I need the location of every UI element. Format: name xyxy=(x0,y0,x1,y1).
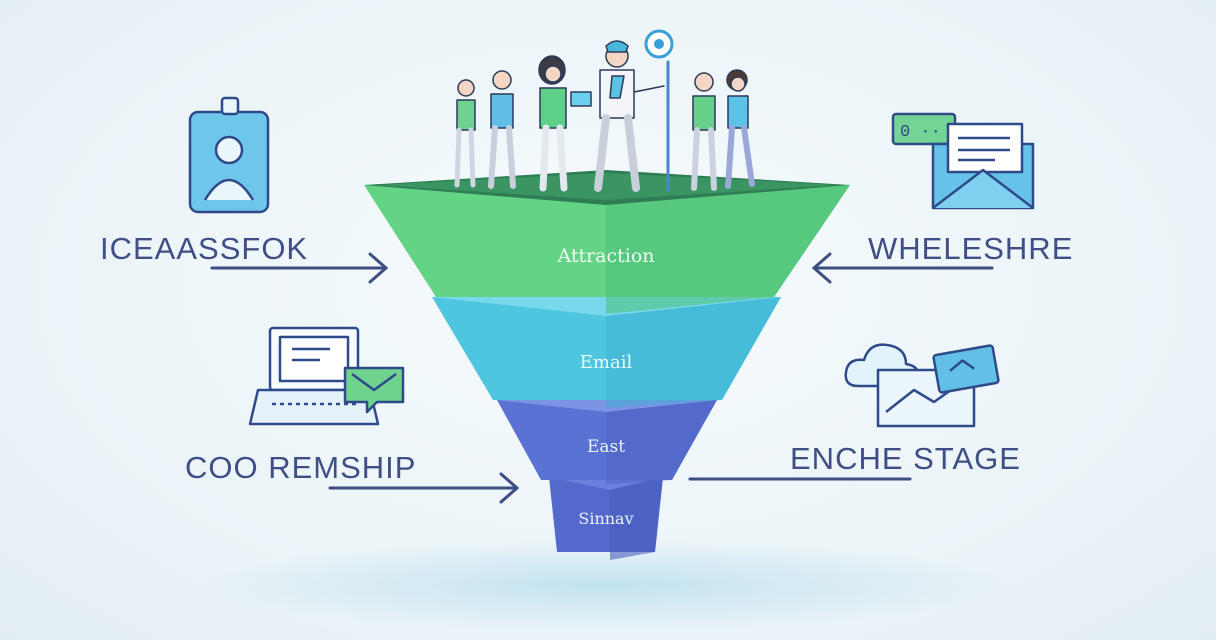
cloud-tablet-icon xyxy=(844,343,1000,428)
arrow-left-icon xyxy=(811,252,994,284)
person-figure xyxy=(538,55,592,192)
id-badge-icon xyxy=(188,96,270,214)
person-figure xyxy=(725,69,755,189)
people-group-illustration xyxy=(454,29,755,192)
funnel-stage-4 xyxy=(549,477,663,560)
person-figure xyxy=(488,70,516,189)
funnel-stage-label: Attraction xyxy=(556,245,654,267)
floor-shadow xyxy=(205,540,1005,630)
person-figure xyxy=(594,40,665,192)
person-figure xyxy=(454,79,476,188)
envelope-icon: 0 ·· xyxy=(891,112,1035,210)
funnel-stage-label: East xyxy=(587,437,625,457)
label-bottom-right: ENCHE STAGE xyxy=(790,441,1021,476)
funnel-stage-label: Email xyxy=(580,352,633,373)
location-pin-icon xyxy=(644,29,674,192)
funnel: Attraction Email East Sinnav xyxy=(364,170,850,560)
person-figure xyxy=(691,72,717,191)
label-top-right: WHELESHRE xyxy=(868,231,1073,266)
label-bottom-left: COO REMSHIP xyxy=(185,450,416,485)
arrow-right-icon xyxy=(210,252,389,284)
label-top-left: ICEAASSFOK xyxy=(100,231,308,266)
funnel-stage-label: Sinnav xyxy=(578,509,633,528)
laptop-chat-icon xyxy=(248,326,405,426)
svg-text:0 ··: 0 ·· xyxy=(900,123,941,142)
funnel-stage-1 xyxy=(364,170,850,314)
arrow-right-icon xyxy=(328,472,520,504)
